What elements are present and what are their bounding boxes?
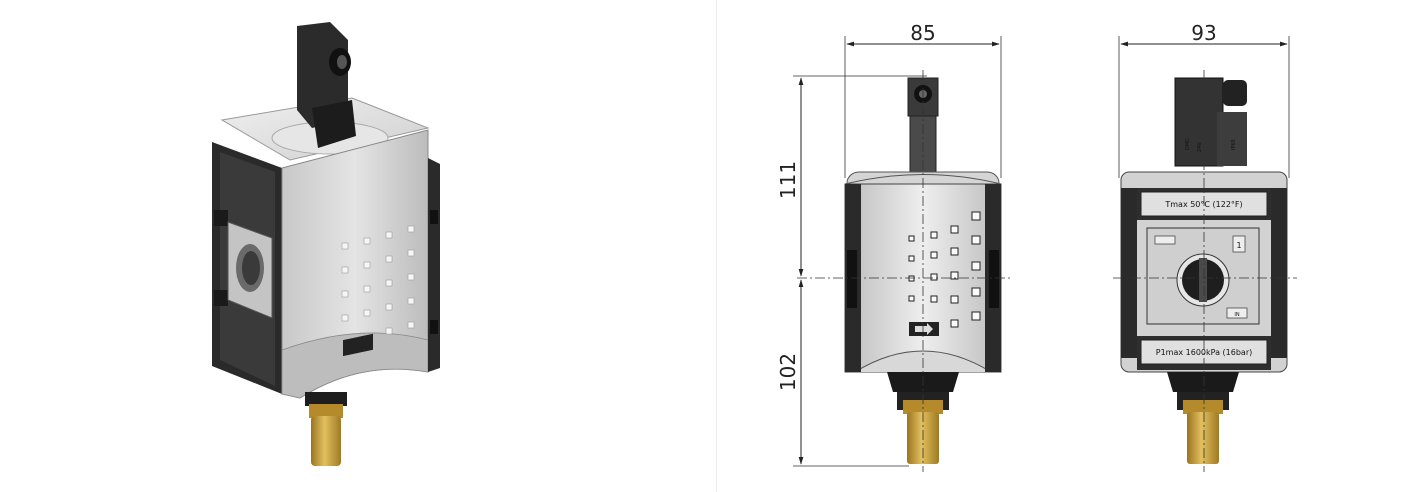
front-dot-pattern: [341, 225, 415, 335]
dim-height-upper-label: 111: [776, 161, 800, 199]
right-side-plate: [428, 158, 440, 372]
dimension-drawing: 85 111 102 DMC 24V IP65 Tmax 50°C (122°F…: [776, 21, 1297, 472]
flow-arrow-plate: [343, 333, 373, 357]
inlet-port: [227, 221, 273, 319]
dim-height-lower-label: 102: [776, 353, 800, 391]
width-dimension-front: 85: [844, 21, 1002, 178]
svg-text:DMC: DMC: [1185, 138, 1191, 150]
dim-width-front-label: 85: [910, 21, 935, 45]
tmax-label: Tmax 50°C (122°F): [1164, 200, 1242, 209]
dimension-drawing-panel: 85 111 102 DMC 24V IP65 Tmax 50°C (122°F…: [716, 0, 1402, 492]
brass-fitting: [305, 392, 347, 466]
p1max-label: P1max 1600kPa (16bar): [1156, 348, 1252, 357]
width-dimension-side: 93: [1118, 21, 1290, 178]
height-dimensions: 111 102: [776, 75, 927, 467]
isometric-render: [212, 22, 440, 466]
isometric-view-panel: [212, 22, 440, 466]
dim-width-side-label: 93: [1191, 21, 1216, 45]
side-view: DMC 24V IP65 Tmax 50°C (122°F) 1 IN P1ma…: [1113, 70, 1297, 472]
solenoid-connector: [297, 22, 356, 148]
in-mark-label: IN: [1234, 312, 1239, 318]
front-view: [797, 70, 1013, 472]
port-number-label: 1: [1236, 241, 1241, 250]
svg-text:IP65: IP65: [1231, 139, 1237, 150]
svg-text:24V: 24V: [1197, 142, 1203, 152]
